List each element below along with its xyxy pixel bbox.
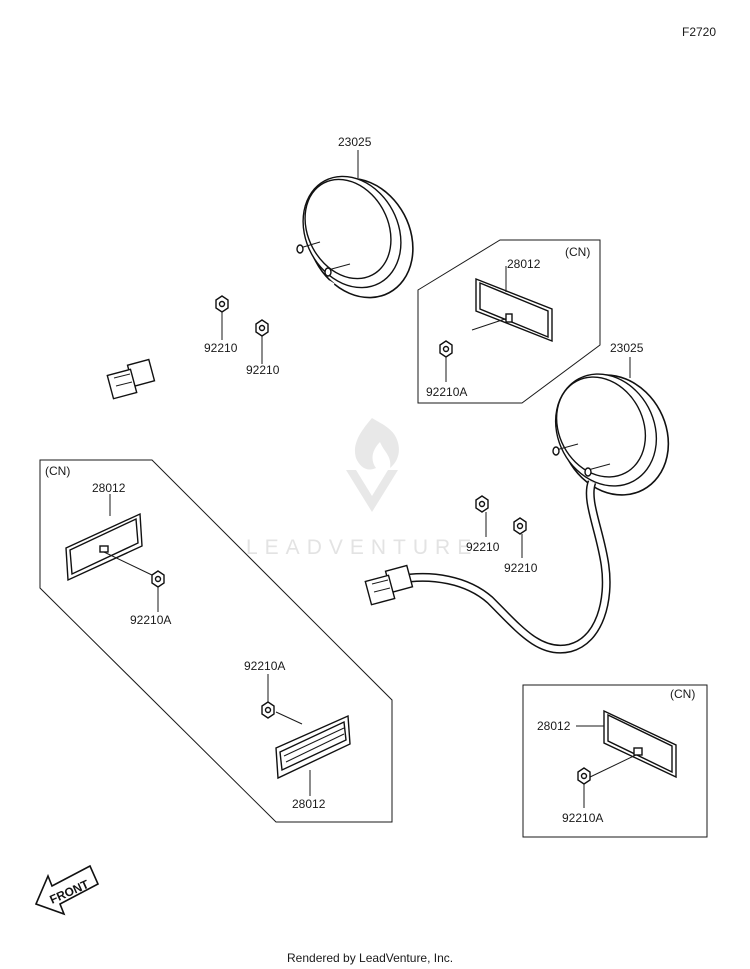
- callout-reflector-nut-cn-b-top: 92210A: [130, 613, 171, 627]
- watermark-logo: [346, 418, 399, 512]
- cn-region-b: [39, 459, 393, 823]
- diagram-code: F2720: [682, 25, 716, 39]
- watermark-text: LEADVENTURE: [246, 536, 478, 559]
- callout-reflector-nut-cn-b-bottom: 92210A: [244, 659, 285, 673]
- callout-reflector-cn-b-bottom: 28012: [292, 797, 326, 811]
- nut-right-a: [475, 495, 489, 513]
- nut-right-b: [513, 517, 527, 535]
- reflector-nut-cn-b-top: [151, 570, 165, 588]
- reflector-cn-b-top: [65, 512, 155, 582]
- callout-reflector-nut-cn-c: 92210A: [562, 811, 603, 825]
- reflector-cn-c: [587, 709, 677, 779]
- callout-light-right: 23025: [610, 341, 644, 355]
- cn-region-c: [522, 684, 708, 838]
- reflector-cn-b-bottom: [275, 714, 351, 780]
- callout-nut-right-a: 92210: [466, 540, 500, 554]
- callout-nut-right-b: 92210: [504, 561, 538, 575]
- callout-reflector-cn-a: 28012: [507, 257, 541, 271]
- callout-reflector-nut-cn-a: 92210A: [426, 385, 467, 399]
- callout-nut-left-b: 92210: [246, 363, 280, 377]
- front-arrow: FRONT: [34, 864, 100, 916]
- callout-reflector-cn-c: 28012: [537, 719, 571, 733]
- cn-tag-c: (CN): [670, 687, 695, 701]
- footer-credit: Rendered by LeadVenture, Inc.: [287, 951, 453, 965]
- callout-light-left: 23025: [338, 135, 372, 149]
- callout-reflector-cn-b-top: 28012: [92, 481, 126, 495]
- cn-tag-a: (CN): [565, 245, 590, 259]
- reflector-nut-cn-a: [439, 340, 453, 358]
- reflector-nut-cn-c: [577, 767, 591, 785]
- tail-light-left: [106, 175, 414, 446]
- tail-light-right: [364, 373, 670, 654]
- cn-tag-b: (CN): [45, 464, 70, 478]
- nut-left-a: [215, 295, 229, 313]
- reflector-cn-a: [471, 277, 553, 343]
- callout-nut-left-a: 92210: [204, 341, 238, 355]
- cn-region-a: [417, 239, 601, 404]
- reflector-nut-cn-b-bottom: [261, 701, 275, 719]
- nut-left-b: [255, 319, 269, 337]
